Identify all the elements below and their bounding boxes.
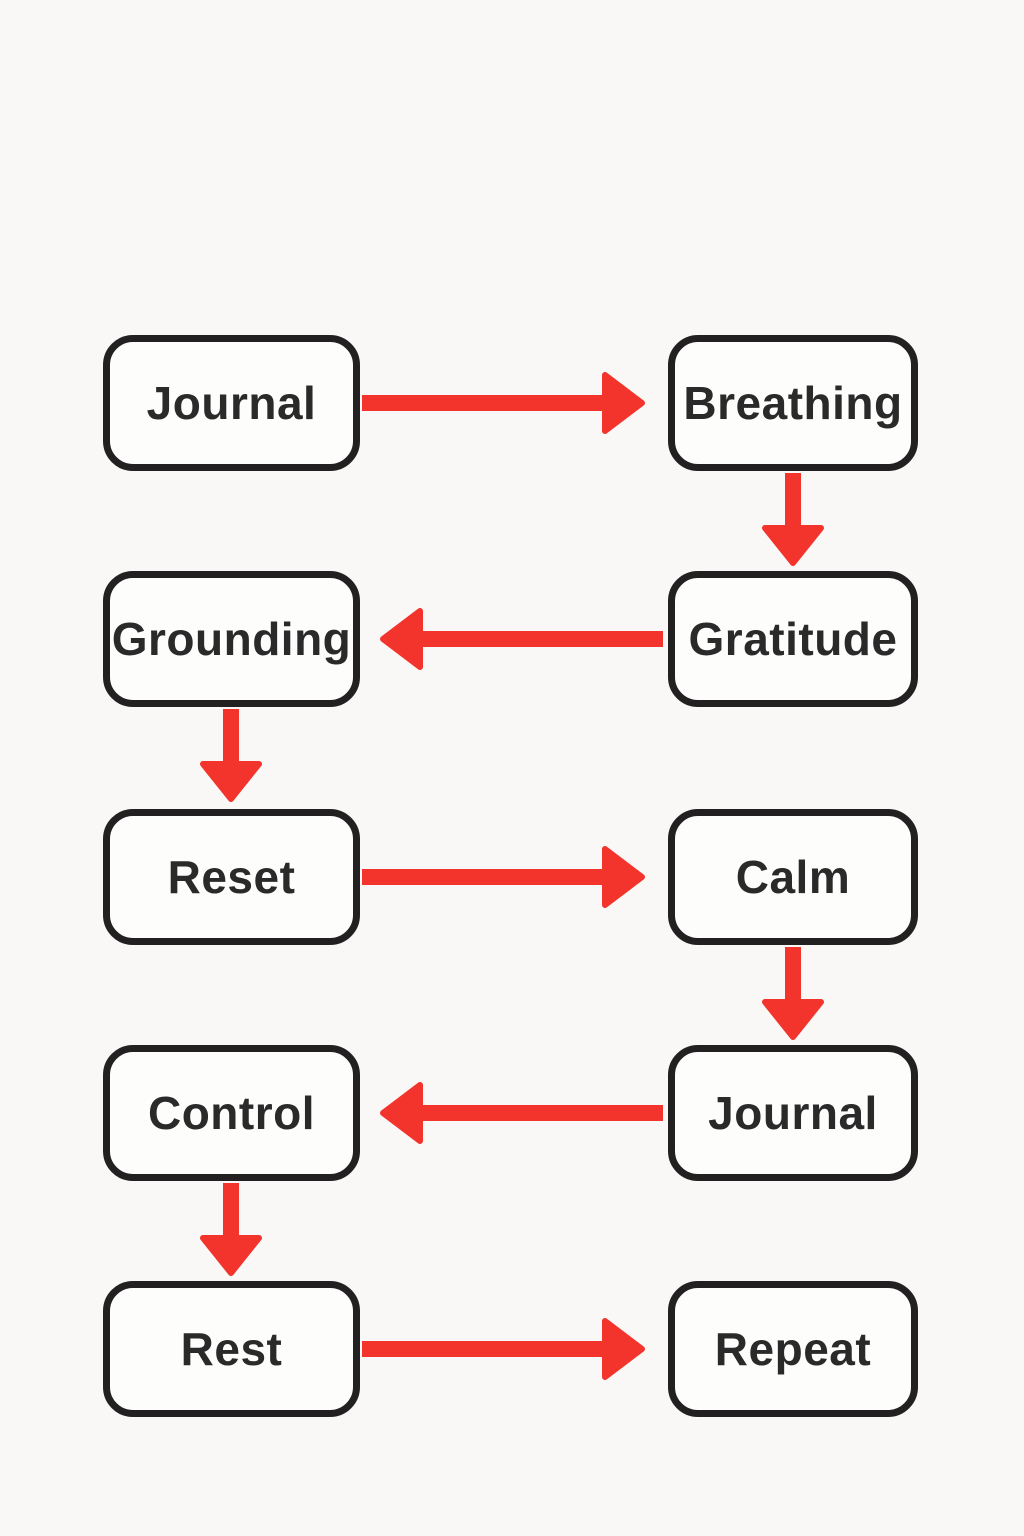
- node-calm: Calm: [668, 809, 918, 945]
- node-breathing: Breathing: [668, 335, 918, 471]
- node-journal-2: Journal: [668, 1045, 918, 1181]
- node-rest-label: Rest: [180, 1323, 283, 1375]
- node-journal-1-label: Journal: [146, 377, 317, 429]
- arrow-reset-to-calm: [362, 846, 645, 908]
- node-repeat-label: Repeat: [714, 1323, 872, 1375]
- node-control-label: Control: [147, 1087, 315, 1139]
- arrow-calm-to-journal: [762, 947, 824, 1040]
- node-grounding-label: Grounding: [111, 613, 352, 665]
- arrow-grounding-to-reset: [200, 709, 262, 802]
- node-journal-2-label: Journal: [708, 1087, 878, 1139]
- node-reset: Reset: [103, 809, 360, 945]
- arrow-rest-to-repeat: [362, 1318, 645, 1380]
- node-control: Control: [103, 1045, 360, 1181]
- node-gratitude-label: Gratitude: [688, 613, 898, 665]
- node-reset-label: Reset: [167, 851, 296, 903]
- node-journal-1: Journal: [103, 335, 360, 471]
- arrow-gratitude-to-grounding: [380, 608, 663, 670]
- node-repeat: Repeat: [668, 1281, 918, 1417]
- arrow-journal-to-breathing: [362, 372, 645, 434]
- arrow-breathing-to-gratitude: [762, 473, 824, 566]
- node-breathing-label: Breathing: [683, 377, 903, 429]
- node-calm-label: Calm: [735, 851, 851, 903]
- node-grounding: Grounding: [103, 571, 360, 707]
- node-gratitude: Gratitude: [668, 571, 918, 707]
- arrow-control-to-rest: [200, 1183, 262, 1276]
- node-rest: Rest: [103, 1281, 360, 1417]
- arrow-journal-to-control: [380, 1082, 663, 1144]
